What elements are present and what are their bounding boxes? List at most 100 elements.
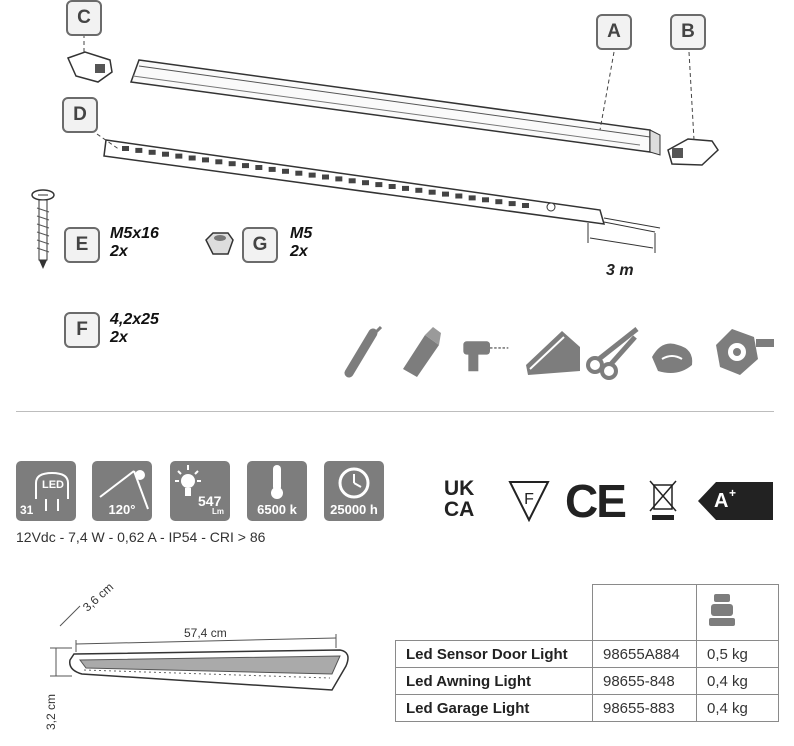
ukca-mark: UK CA — [444, 478, 474, 520]
energy-class: A — [714, 490, 729, 512]
label-a: A — [596, 14, 632, 50]
cleaning-cloth-icon — [652, 343, 693, 373]
led-chip — [162, 151, 169, 157]
label-g: G — [242, 227, 278, 263]
product-table: Led Sensor Door Light 98655A884 0,5 kg L… — [395, 584, 779, 722]
led-strip — [103, 139, 661, 233]
led-chip — [522, 203, 529, 208]
led-chip — [175, 153, 183, 159]
dimension-drawing — [50, 605, 349, 691]
part-g-spec: M5 2x — [290, 225, 312, 261]
product-weight: 0,4 kg — [696, 694, 779, 722]
lumen-unit: Lm — [212, 507, 224, 516]
beam-angle-icon: 120° — [92, 461, 152, 521]
led-count-icon: LED 31 — [16, 461, 76, 521]
label-d: D — [62, 97, 98, 133]
lifetime-icon: 25000 h — [324, 461, 384, 521]
led-chip — [335, 176, 343, 182]
led-chip — [255, 165, 263, 170]
label-e: E — [64, 227, 100, 263]
led-chip — [295, 170, 303, 176]
part-e-size: M5x16 — [110, 225, 159, 242]
led-chip — [148, 149, 156, 155]
ce-mark: CE — [565, 475, 627, 527]
light-body — [69, 649, 349, 691]
energy-class-badge: A + — [698, 482, 773, 520]
led-chip — [215, 159, 223, 165]
table-row: Led Awning Light 98655-848 0,4 kg — [395, 667, 779, 695]
nut-drawing — [205, 232, 234, 255]
led-chip — [122, 146, 129, 151]
led-chip — [442, 191, 449, 197]
beam-angle: 120° — [108, 502, 136, 517]
led-chip — [388, 184, 396, 189]
led-chip — [322, 174, 329, 180]
product-name: Led Awning Light — [395, 667, 593, 695]
part-e-qty: 2x — [110, 243, 128, 260]
led-chip — [482, 197, 489, 203]
length-dimension — [587, 223, 656, 253]
led-chip — [468, 195, 476, 201]
led-chip — [375, 182, 383, 188]
label-c: C — [66, 0, 102, 36]
led-chip — [308, 172, 316, 178]
part-f-spec: 4,2x25 2x — [110, 311, 159, 347]
led-chip — [402, 185, 409, 191]
part-e-spec: M5x16 2x — [110, 225, 159, 261]
part-f-size: 4,2x25 — [110, 311, 159, 328]
led-count: 31 — [20, 503, 34, 517]
end-cap-left — [66, 51, 113, 83]
screw-e-drawing — [31, 189, 55, 269]
section-divider — [16, 411, 774, 412]
led-chip — [415, 187, 423, 193]
label-f: F — [64, 312, 100, 348]
color-temp-icon: 6500 k — [247, 461, 307, 521]
part-g-size: M5 — [290, 225, 313, 242]
lifetime: 25000 h — [330, 502, 378, 517]
label-b: B — [670, 14, 706, 50]
product-name: Led Sensor Door Light — [395, 640, 593, 668]
saw-icon — [526, 331, 580, 375]
product-weight: 0,4 kg — [696, 667, 779, 695]
led-chip — [508, 201, 516, 207]
scissors-icon — [586, 327, 639, 380]
color-temp: 6500 k — [257, 502, 297, 517]
length-label: 3 m — [606, 262, 634, 279]
end-cap-right — [667, 138, 719, 166]
led-chip — [362, 180, 369, 186]
aluminium-profile — [129, 59, 661, 156]
weight-icon — [709, 593, 735, 626]
tape-measure-icon — [716, 329, 774, 375]
table-row: Led Sensor Door Light 98655A884 0,5 kg — [395, 640, 779, 668]
weight-header — [696, 584, 779, 641]
electrical-summary: 12Vdc - 7,4 W - 0,62 A - IP54 - CRI > 86 — [16, 529, 266, 545]
drill-icon — [463, 341, 509, 372]
table-header-row — [395, 584, 779, 641]
assembly-diagram — [31, 34, 719, 269]
led-chip — [188, 155, 196, 161]
led-chip — [455, 193, 463, 199]
svg-text:F: F — [524, 491, 534, 508]
product-code: 98655A884 — [592, 640, 697, 668]
ukca-bottom: CA — [444, 498, 475, 521]
led-chip — [135, 147, 143, 153]
f-mark-icon: F — [508, 481, 550, 522]
part-f-qty: 2x — [110, 329, 128, 346]
led-chip — [348, 178, 356, 184]
height-label: 3,2 cm — [44, 693, 58, 730]
led-chip — [495, 199, 503, 205]
led-chip — [428, 189, 436, 195]
led-chip — [202, 157, 209, 163]
product-name: Led Garage Light — [395, 694, 593, 722]
table-row: Led Garage Light 98655-883 0,4 kg — [395, 694, 779, 722]
ukca-top: UK — [444, 477, 475, 500]
led-chip — [268, 166, 276, 172]
led-chip — [228, 161, 236, 167]
part-g-qty: 2x — [290, 243, 308, 260]
lumen-value: 547 — [198, 493, 222, 509]
length-label-dim: 57,4 cm — [184, 626, 227, 640]
product-code: 98655-848 — [592, 667, 697, 695]
energy-plus: + — [729, 486, 737, 500]
led-chip — [242, 163, 249, 169]
product-weight: 0,5 kg — [696, 640, 779, 668]
